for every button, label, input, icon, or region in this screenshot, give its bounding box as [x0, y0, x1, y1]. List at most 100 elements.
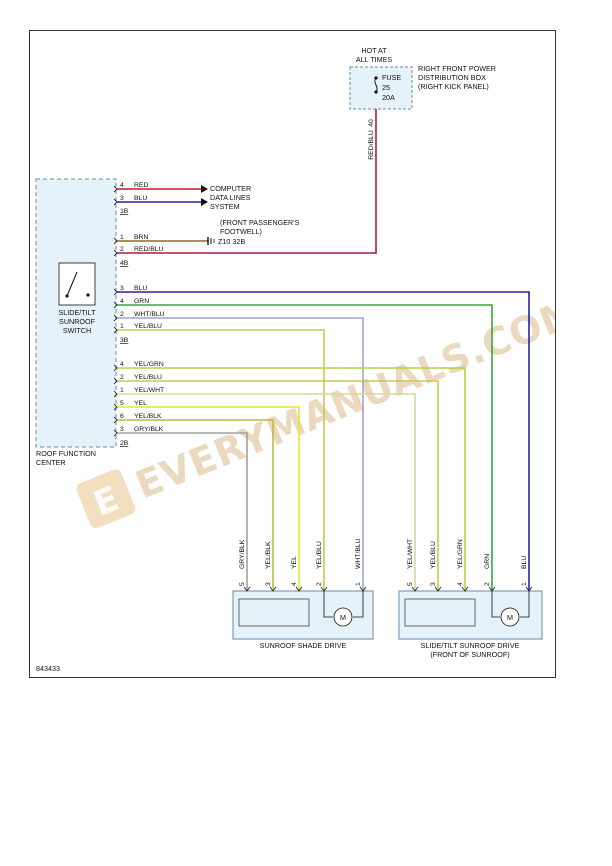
- pin-arrow: [113, 364, 118, 372]
- c1-color-1: RED: [134, 182, 148, 189]
- watermark-badge-shape: [76, 469, 136, 529]
- c1-pin-2: 3: [120, 195, 124, 202]
- shade-drive-label: SUNROOF SHADE DRIVE: [260, 641, 347, 650]
- switch-label-1: SLIDE/TILT: [58, 308, 96, 317]
- wire-yel: [117, 406, 300, 591]
- c3-color-2: GRN: [134, 298, 149, 305]
- pin-arrow: [113, 314, 118, 322]
- arrow-red: [201, 185, 208, 193]
- wire-blu: [117, 291, 530, 591]
- pin-arrow: [113, 249, 118, 257]
- tilt-drive-module: [404, 598, 476, 627]
- sunroof-shade-drive: M SUNROOF SHADE DRIVE GRY/BLK 5 YEL/BLK …: [232, 538, 374, 650]
- rfc-pin-arrows: [113, 185, 118, 437]
- shade-wire-1-color: GRY/BLK: [239, 539, 246, 569]
- c4-color-4: YEL: [134, 400, 147, 407]
- pin-arrow: [113, 185, 118, 193]
- c1-color-2: BLU: [134, 195, 147, 202]
- switch-contact-2: [86, 293, 90, 297]
- ground-symbol: [207, 237, 215, 245]
- c3-pin-2: 4: [120, 298, 124, 305]
- shade-wire-4-pin: 2: [316, 582, 323, 586]
- pin-arrow: [113, 288, 118, 296]
- pin-arrow: [461, 586, 469, 592]
- rfc-label-2: CENTER: [36, 458, 66, 467]
- c3-color-3: WHT/BLU: [134, 311, 165, 318]
- wire-yel-blk: [117, 419, 274, 591]
- c3-color-4: YEL/BLU: [134, 323, 162, 330]
- pin-arrow: [113, 377, 118, 385]
- shade-motor-leads: [323, 591, 364, 618]
- shade-motor-letter: M: [340, 613, 346, 622]
- tilt-wire-3-pin: 4: [457, 582, 464, 586]
- ground-label-1: (FRONT PASSENGER'S: [220, 218, 300, 227]
- switch-box: [58, 262, 96, 306]
- connector-2b: 4 YEL/GRN 2 YEL/BLU 1 YEL/WHT 5 YEL 6 YE…: [120, 361, 164, 447]
- c2-pin-2: 2: [120, 246, 124, 253]
- wire-grn: [117, 304, 493, 591]
- tilt-wire-2-pin: 3: [430, 582, 437, 586]
- pdb-box: [349, 66, 413, 110]
- c1-pin-1: 4: [120, 182, 124, 189]
- shade-wire-1-pin: 5: [239, 582, 246, 586]
- ground-id: Z10 32B: [218, 237, 245, 246]
- pin-arrow: [525, 586, 533, 592]
- wire-red-blu: [117, 109, 377, 254]
- watermark-text: EVERYMANUALS.COM: [129, 289, 555, 507]
- roof-function-center: SLIDE/TILT SUNROOF SWITCH ROOF FUNCTION …: [35, 178, 117, 467]
- shade-motor-icon: [333, 607, 353, 627]
- c4-color-1: YEL/GRN: [134, 361, 164, 368]
- connector-4b: 1 BRN 2 RED/BLU 4B: [120, 234, 164, 267]
- arrow-blu: [201, 198, 208, 206]
- pin-arrow: [113, 429, 118, 437]
- pin-arrow: [434, 586, 442, 592]
- wire-yel-grn: [117, 367, 466, 591]
- wires: [117, 109, 530, 591]
- shade-drive-module: [238, 598, 310, 627]
- c3-name: 3B: [120, 337, 129, 344]
- switch-label-2: SUNROOF: [59, 317, 96, 326]
- shade-wire-3-color: YEL: [291, 556, 298, 569]
- tilt-motor-letter: M: [507, 613, 513, 622]
- shade-wire-5-pin: 1: [355, 582, 362, 586]
- shade-wire-3-pin: 4: [291, 582, 298, 586]
- c4-pin-4: 5: [120, 400, 124, 407]
- rfc-box: [35, 178, 117, 448]
- c2-color-1: BRN: [134, 234, 148, 241]
- tilt-drive-label-1: SLIDE/TILT SUNROOF DRIVE: [421, 641, 520, 650]
- power-distribution-box: HOT AT ALL TIMES FUSE 25 20A RIGHT FRONT…: [349, 46, 496, 160]
- switch-lever: [66, 271, 78, 297]
- rfc-label-1: ROOF FUNCTION: [36, 449, 96, 458]
- c2-name: 4B: [120, 260, 129, 267]
- shade-wire-2-pin: 3: [265, 582, 272, 586]
- wiring-diagram: E EVERYMANUALS.COM HOT AT ALL TIMES FUSE…: [35, 46, 555, 673]
- tilt-wire-4-pin: 2: [484, 582, 491, 586]
- wire-yel-blu-shade: [117, 329, 325, 591]
- hot-label-2: ALL TIMES: [356, 55, 393, 64]
- shade-wire-5-color: WHT/BLU: [355, 538, 362, 569]
- tilt-drive-label-2: (FRONT OF SUNROOF): [430, 650, 509, 659]
- wire-wht-blu: [117, 317, 364, 591]
- c4-pin-2: 2: [120, 374, 124, 381]
- drive-pin-arrows: [243, 586, 533, 592]
- pdb-label-3: (RIGHT KICK PANEL): [418, 82, 489, 91]
- diagram-frame: E EVERYMANUALS.COM HOT AT ALL TIMES FUSE…: [29, 30, 556, 678]
- switch-label-3: SWITCH: [63, 326, 91, 335]
- c3-pin-3: 2: [120, 311, 124, 318]
- slide-tilt-sunroof-drive: M SLIDE/TILT SUNROOF DRIVE (FRONT OF SUN…: [398, 539, 543, 659]
- c3-pin-1: 3: [120, 285, 124, 292]
- pin-arrow: [113, 237, 118, 245]
- wire-yel-wht: [117, 393, 416, 591]
- shade-wire-2-color: YEL/BLK: [265, 541, 272, 569]
- tilt-wire-1-pin: 5: [407, 582, 414, 586]
- fuse-wire-color: RED/BLU: [368, 130, 375, 160]
- fuse-rating: 20A: [382, 93, 395, 102]
- computer-label-2: DATA LINES: [210, 193, 251, 202]
- shade-wire-4-color: YEL/BLU: [316, 541, 323, 569]
- c4-pin-3: 1: [120, 387, 124, 394]
- tilt-wire-5-pin: 1: [521, 582, 528, 586]
- pin-arrow: [113, 198, 118, 206]
- pin-arrow: [113, 403, 118, 411]
- hot-label-1: HOT AT: [361, 46, 387, 55]
- connector-1b: 4 RED 3 BLU 1B: [120, 182, 148, 215]
